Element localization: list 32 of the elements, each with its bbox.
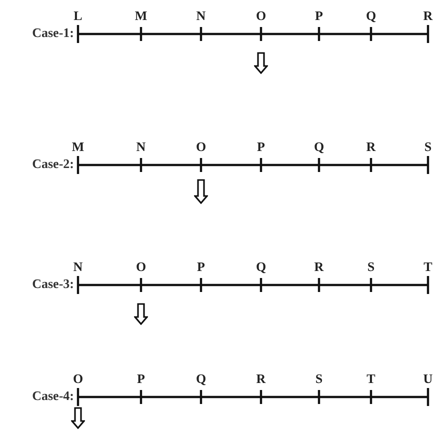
case-label: Case-1: [32,26,74,39]
point-label: R [423,9,433,22]
point-label: O [196,140,206,153]
point-label: U [423,372,433,385]
point-label: N [73,260,83,273]
point-label: Q [366,9,376,22]
point-label: Q [196,372,206,385]
case-label: Case-3: [32,277,74,290]
point-label: M [134,9,148,22]
point-label: S [367,260,375,273]
point-label: N [196,9,206,22]
case-label: Case-2: [32,157,74,170]
point-label: T [366,372,376,385]
point-label: O [136,260,146,273]
point-label: O [72,372,84,385]
point-label: Q [314,140,324,153]
point-label: P [197,260,205,273]
point-label: L [74,9,82,22]
point-label: R [256,372,266,385]
point-label: Q [256,260,266,273]
point-label: P [257,140,265,153]
point-label: P [315,9,323,22]
point-label: M [72,140,84,153]
point-label: P [137,372,145,385]
point-label: S [424,140,432,153]
point-label: R [314,260,324,273]
point-label: T [424,260,432,273]
case-label: Case-4: [32,389,74,402]
point-label: S [315,372,323,385]
point-label: R [366,140,376,153]
point-label: N [136,140,146,153]
point-label: O [256,9,266,22]
